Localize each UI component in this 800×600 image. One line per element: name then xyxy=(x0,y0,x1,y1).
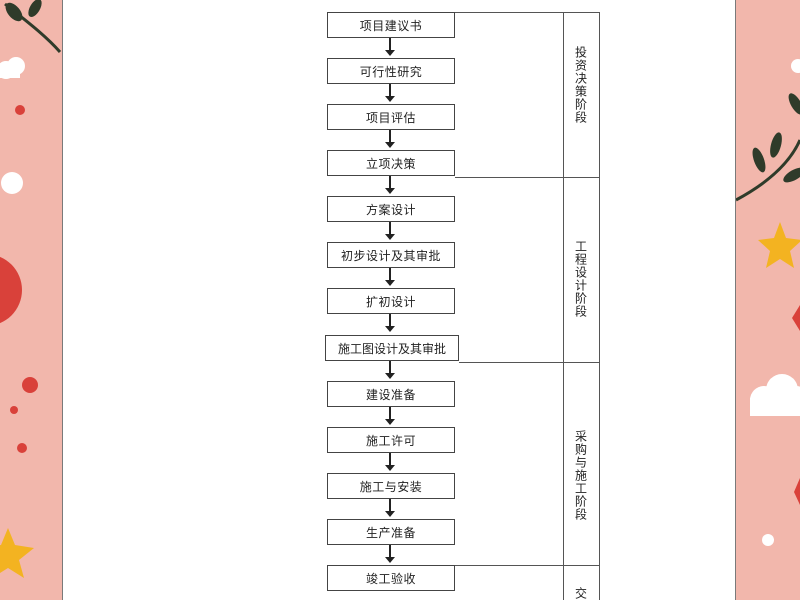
stage-label-procurement: 采购与施工阶段 xyxy=(573,429,588,521)
dot-icon xyxy=(15,105,25,115)
step-construction-installation: 施工与安装 xyxy=(327,473,455,499)
step-construction-preparation: 建设准备 xyxy=(327,381,455,407)
step-approval-decision: 立项决策 xyxy=(327,150,455,176)
cloud-icon xyxy=(0,57,25,79)
connector-top xyxy=(455,12,599,13)
arrow xyxy=(385,38,395,56)
step-preliminary-design: 初步设计及其审批 xyxy=(327,242,455,268)
arrow xyxy=(385,499,395,517)
star-icon xyxy=(0,528,34,578)
arrow xyxy=(385,407,395,425)
stage-label-delivery: 交 xyxy=(573,586,588,600)
red-circle-icon xyxy=(0,256,22,324)
arrow xyxy=(385,130,395,148)
arrow xyxy=(385,176,395,194)
arrow xyxy=(385,361,395,379)
step-project-proposal: 项目建议书 xyxy=(327,12,455,38)
right-decoration xyxy=(735,59,800,546)
connector-stage-1 xyxy=(455,177,599,178)
arrow xyxy=(385,84,395,102)
connector-stage-2 xyxy=(459,362,599,363)
left-decoration xyxy=(0,0,62,578)
dot-icon xyxy=(10,406,18,414)
document-page: 投资决策阶段 工程设计阶段 采购与施工阶段 交 项目建议书 可行性研究 项目评估… xyxy=(62,0,736,600)
stage-column-left-border xyxy=(563,12,564,600)
dot-icon xyxy=(1,172,23,194)
step-production-preparation: 生产准备 xyxy=(327,519,455,545)
stage-label-design: 工程设计阶段 xyxy=(573,240,588,318)
step-feasibility-study: 可行性研究 xyxy=(327,58,455,84)
step-project-evaluation: 项目评估 xyxy=(327,104,455,130)
star-icon xyxy=(758,222,800,268)
arrow xyxy=(385,268,395,286)
step-expanded-design: 扩初设计 xyxy=(327,288,455,314)
dot-icon xyxy=(762,534,774,546)
arrow xyxy=(385,545,395,563)
star-icon xyxy=(792,305,800,331)
stage-column-right-border xyxy=(599,12,600,600)
step-scheme-design: 方案设计 xyxy=(327,196,455,222)
leaf-branch-icon xyxy=(735,139,800,202)
dot-icon xyxy=(22,377,38,393)
dot-icon xyxy=(791,59,800,73)
step-construction-permit: 施工许可 xyxy=(327,427,455,453)
arrow xyxy=(385,222,395,240)
dot-icon xyxy=(17,443,27,453)
star-icon xyxy=(794,478,800,505)
cloud-icon xyxy=(750,374,800,416)
connector-stage-3 xyxy=(455,565,599,566)
step-completion-acceptance: 竣工验收 xyxy=(327,565,455,591)
step-construction-drawings: 施工图设计及其审批 xyxy=(325,335,459,361)
arrow xyxy=(385,314,395,332)
stage-label-investment: 投资决策阶段 xyxy=(573,46,588,124)
arrow xyxy=(385,453,395,471)
